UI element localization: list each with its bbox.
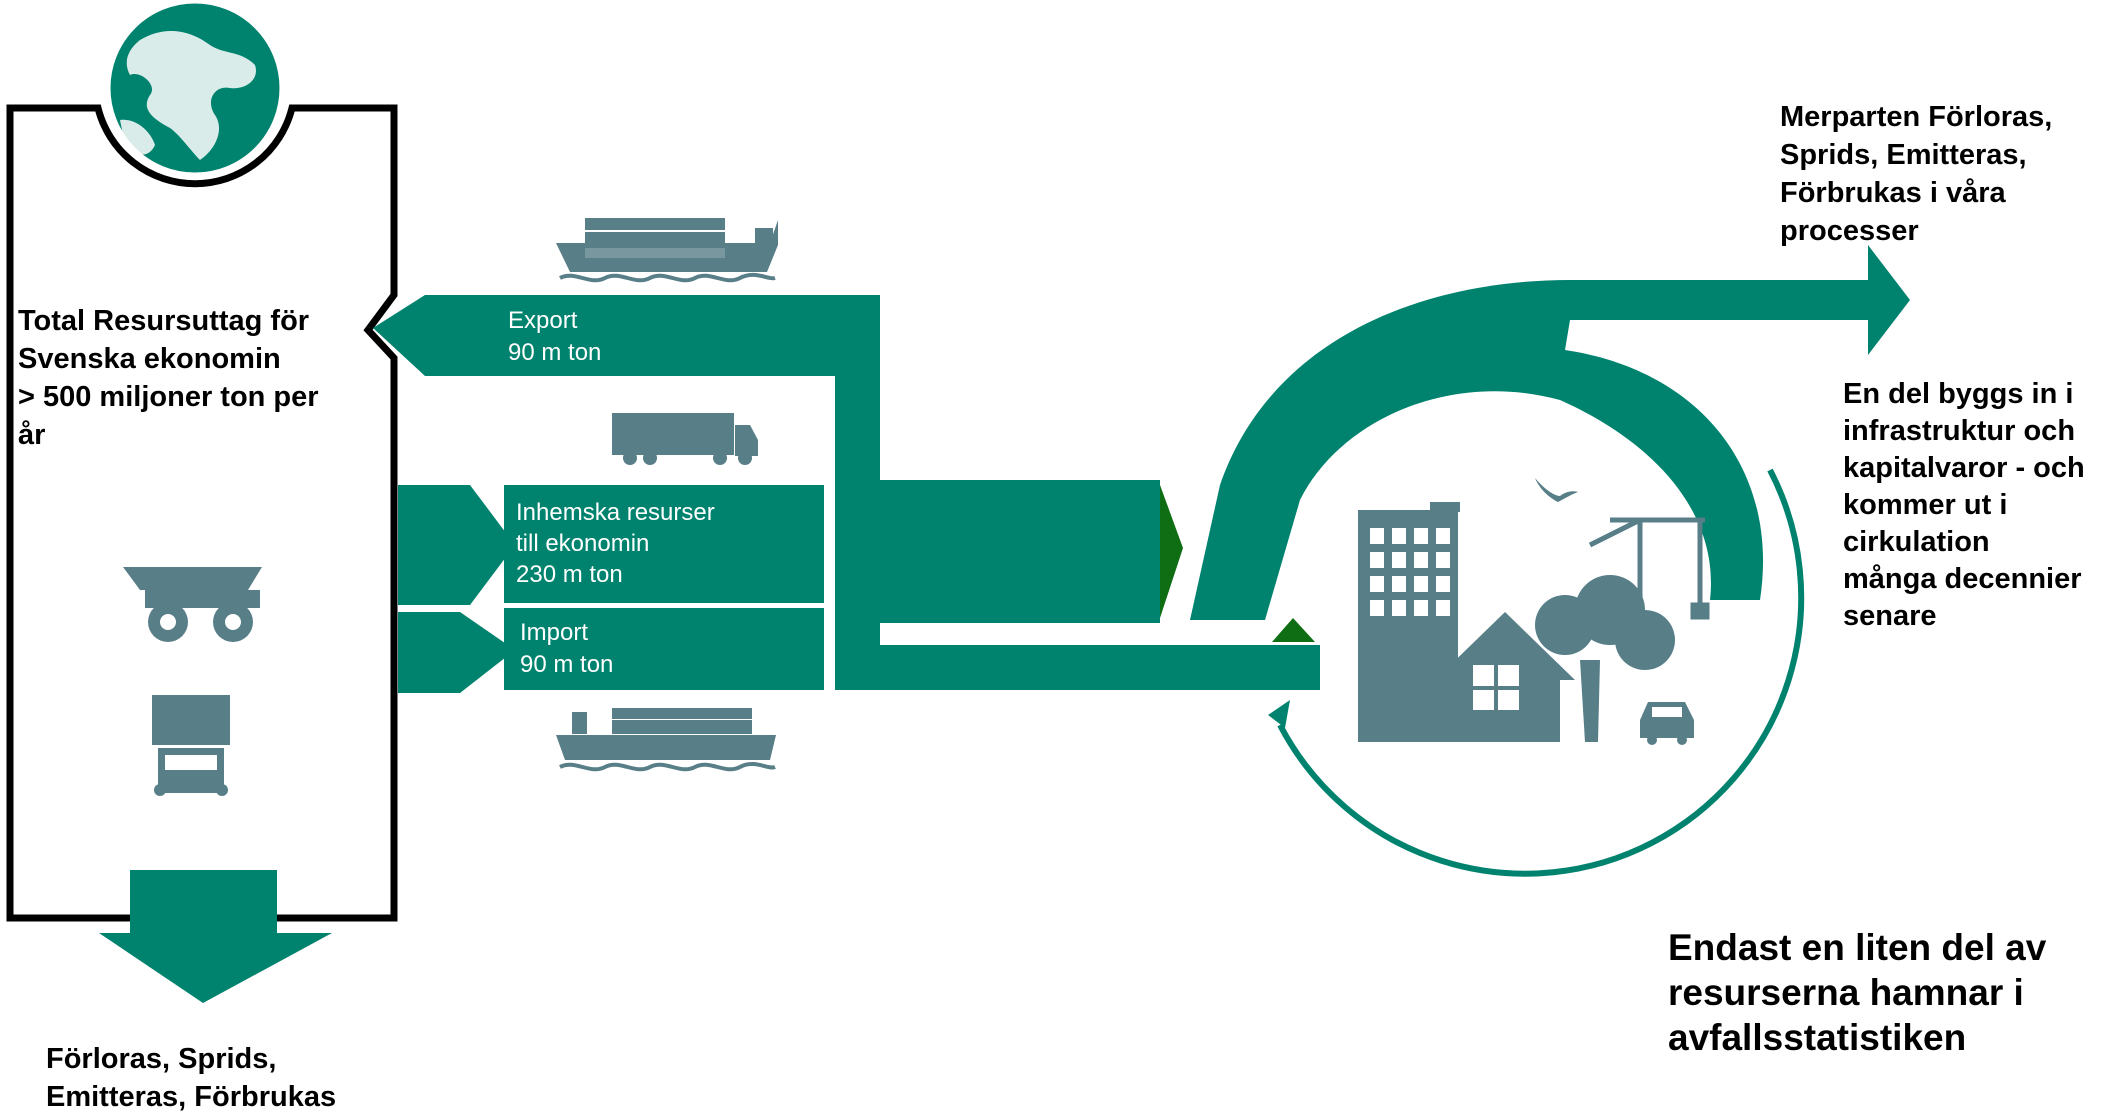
mining-truck-icon bbox=[123, 567, 262, 642]
bird-icon bbox=[1535, 478, 1578, 502]
bottom-output-arrow bbox=[99, 870, 332, 1003]
top-right-output-label: Merparten Förloras, Sprids, Emitteras, F… bbox=[1780, 101, 2053, 247]
curved-output-flow bbox=[1190, 245, 1910, 620]
house-icon bbox=[1435, 612, 1575, 742]
lower-horizontal-band bbox=[835, 645, 1320, 690]
car-icon bbox=[1640, 702, 1694, 745]
right-output-label: En del byggs in i infrastruktur och kapi… bbox=[1843, 378, 2085, 632]
up-chevron bbox=[1272, 618, 1315, 642]
log-truck-icon bbox=[152, 695, 230, 796]
import-label: Import 90 m ton bbox=[520, 619, 614, 678]
bottom-right-output-label: Endast en liten del av resurserna hamnar… bbox=[1668, 927, 2047, 1058]
main-horizontal-band bbox=[835, 480, 1160, 623]
export-flow-arrow bbox=[373, 295, 880, 480]
import-flow-box bbox=[504, 608, 824, 690]
crane-icon bbox=[1588, 517, 1710, 620]
export-label: Export 90 m ton bbox=[508, 307, 602, 366]
lorry-icon bbox=[612, 413, 758, 465]
main-resource-box bbox=[6, 104, 398, 922]
bottom-output-label: Förloras, Sprids, Emitteras, Förbrukas bbox=[46, 1043, 337, 1113]
cargo-ship-icon bbox=[556, 708, 776, 772]
tree-icon bbox=[1535, 575, 1675, 742]
loop-arrowhead bbox=[1268, 700, 1290, 728]
forward-chevron bbox=[1160, 485, 1183, 618]
import-flow-arrow bbox=[398, 612, 515, 693]
globe-icon bbox=[107, 0, 283, 176]
domestic-flow-box bbox=[504, 485, 824, 603]
domestic-label: Inhemska resurser till ekonomin 230 m to… bbox=[516, 499, 715, 588]
people-icon bbox=[1371, 696, 1410, 740]
cargo-ship-icon bbox=[556, 218, 778, 283]
circulation-loop bbox=[1277, 468, 1805, 877]
main-box-label: Total Resursuttag för Svenska ekonomin >… bbox=[18, 305, 319, 451]
domestic-flow-arrow bbox=[398, 485, 515, 605]
